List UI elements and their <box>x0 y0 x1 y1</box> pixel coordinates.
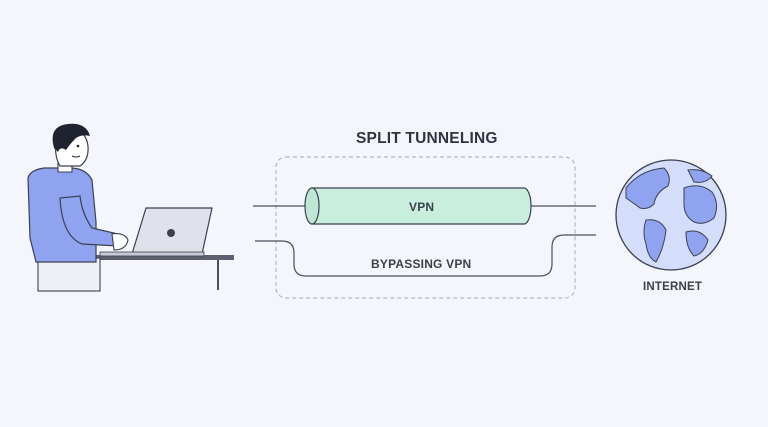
table-top <box>90 255 234 260</box>
vpn-tunnel <box>304 187 532 225</box>
person-at-laptop <box>27 123 234 292</box>
laptop-logo <box>167 229 175 237</box>
bypass-path-label: BYPASSING VPN <box>371 257 472 271</box>
table-leg <box>217 260 219 290</box>
internet-label: INTERNET <box>643 281 703 293</box>
vpn-tunnel-label: VPN <box>409 200 435 214</box>
bypass-path <box>255 234 596 277</box>
split-tunnel-region <box>275 156 576 299</box>
diagram-title: SPLIT TUNNELING <box>356 130 498 147</box>
globe-icon <box>615 159 727 271</box>
